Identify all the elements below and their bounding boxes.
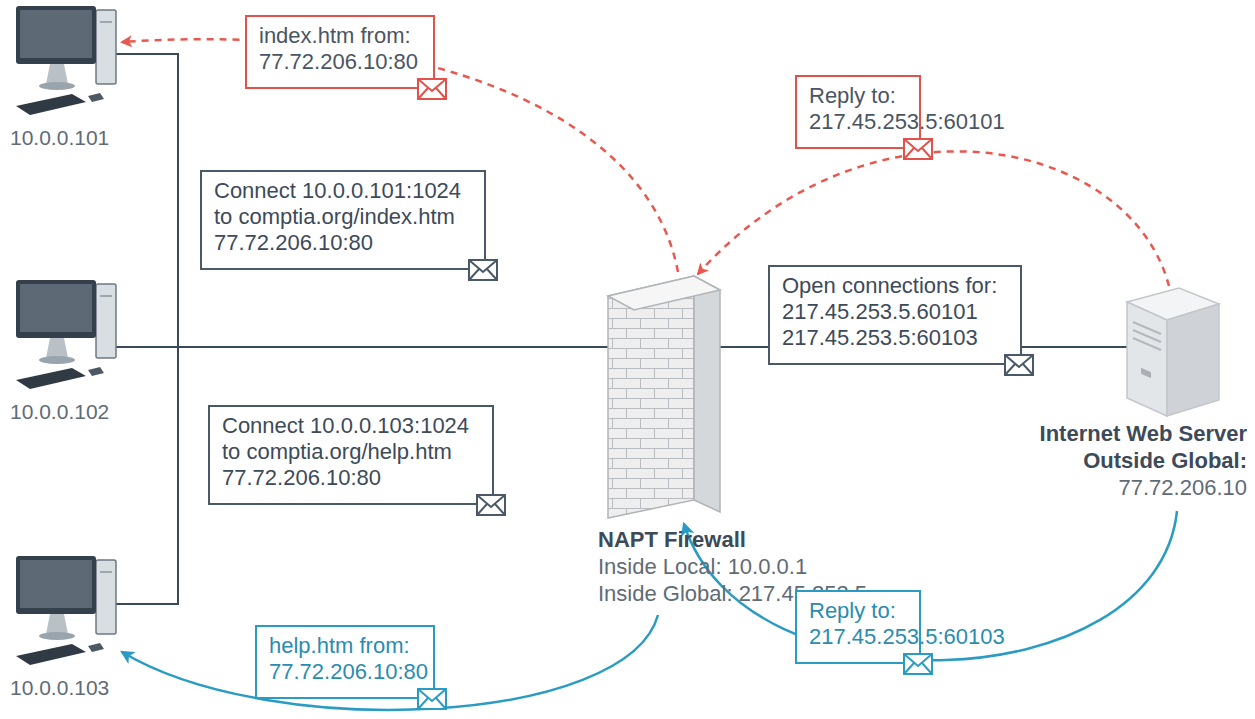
- node-text: help.htm from: 77.72.206.10:80: [269, 633, 411, 685]
- node-text: 10.0.0.102: [10, 400, 120, 424]
- node-text: index.htm from: 77.72.206.10:80: [259, 23, 411, 75]
- node-text: 77.72.206.10: [1040, 474, 1247, 501]
- message-box: Open connections for: 217.45.253.5.60101…: [768, 265, 1022, 365]
- message-box: Reply to: 217.45.253.5:60101: [795, 75, 921, 149]
- node-text: Outside Global:: [1040, 447, 1247, 474]
- envelope-icon: [417, 78, 447, 100]
- node-text: Inside Local: 10.0.0.1: [598, 553, 867, 580]
- network-wire: [116, 347, 612, 604]
- message-box: help.htm from: 77.72.206.10:80: [255, 625, 435, 699]
- server-icon: [1119, 280, 1229, 420]
- node-text: 10.0.0.103: [10, 676, 120, 700]
- traffic-arrow: [122, 615, 658, 710]
- message-box: Connect 10.0.0.103:1024 to comptia.org/h…: [208, 405, 494, 505]
- envelope-icon: [903, 138, 933, 160]
- message-box: Connect 10.0.0.101:1024 to comptia.org/i…: [200, 170, 486, 270]
- node-text: Reply to: 217.45.253.5:60103: [809, 598, 897, 650]
- node-text: NAPT Firewall: [598, 526, 867, 553]
- network-wire: [116, 54, 612, 347]
- node-text: Reply to: 217.45.253.5:60101: [809, 83, 897, 135]
- node-text: 10.0.0.101: [10, 126, 120, 150]
- envelope-icon: [476, 494, 506, 516]
- message-box: index.htm from: 77.72.206.10:80: [245, 15, 435, 89]
- computer-icon: [10, 2, 120, 122]
- node-text: Connect 10.0.0.101:1024 to comptia.org/i…: [214, 178, 462, 256]
- firewall-icon: [598, 268, 728, 520]
- node-text: Open connections for: 217.45.253.5.60101…: [782, 273, 998, 351]
- node-text: Connect 10.0.0.103:1024 to comptia.org/h…: [222, 413, 470, 491]
- envelope-icon: [903, 653, 933, 675]
- computer: 10.0.0.102: [10, 276, 120, 424]
- computer: 10.0.0.101: [10, 2, 120, 150]
- computer-icon: [10, 552, 120, 672]
- web-server: Internet Web ServerOutside Global:77.72.…: [1040, 280, 1247, 501]
- envelope-icon: [1004, 354, 1034, 376]
- computer-icon: [10, 276, 120, 396]
- computer: 10.0.0.103: [10, 552, 120, 700]
- envelope-icon: [417, 688, 447, 710]
- envelope-icon: [468, 259, 498, 281]
- message-box: Reply to: 217.45.253.5:60103: [795, 590, 921, 664]
- node-text: Internet Web Server: [1040, 420, 1247, 447]
